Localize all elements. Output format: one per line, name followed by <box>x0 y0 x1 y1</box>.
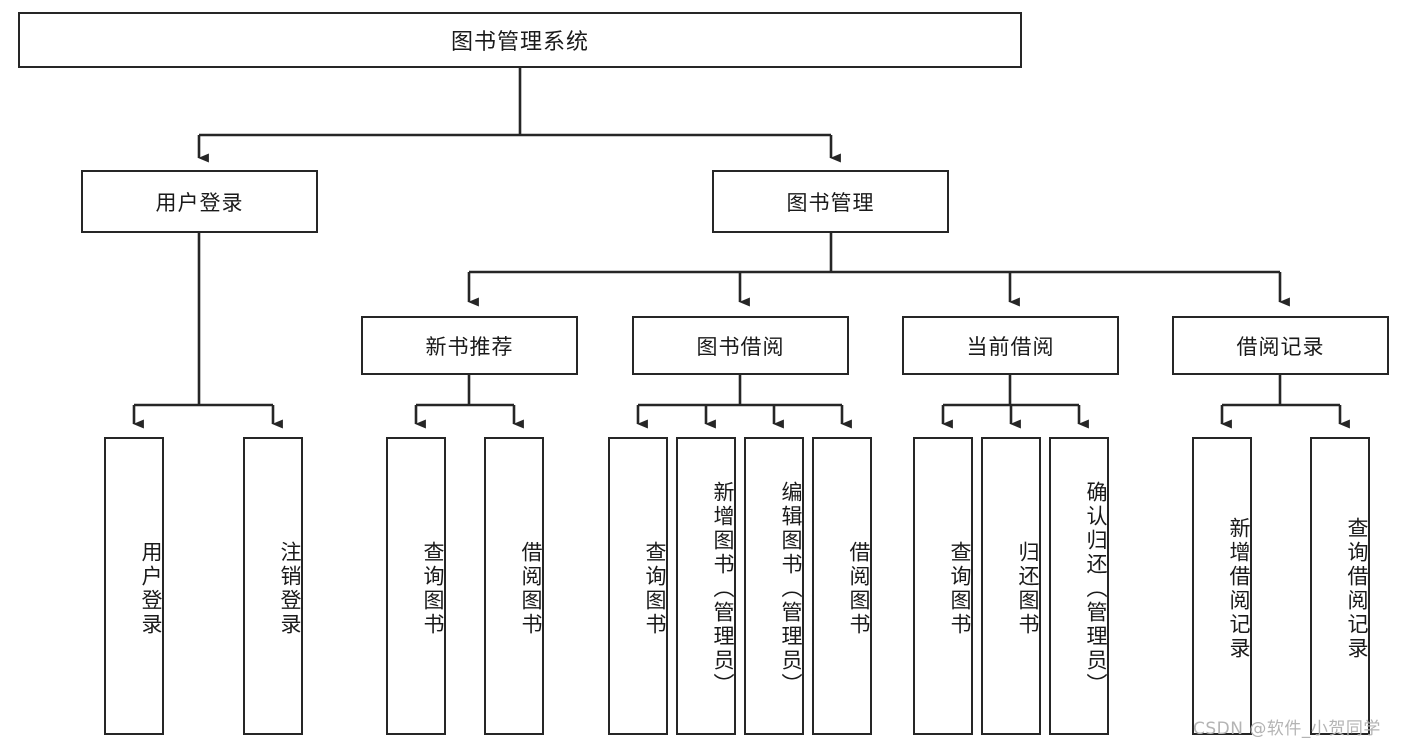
node-label: 新增借阅记录 <box>1227 517 1251 661</box>
node-leaf-add-book-admin[interactable]: 新增图书（管理员） <box>676 437 736 735</box>
node-label: 借阅图书 <box>847 541 871 637</box>
node-leaf-query-book-recommend[interactable]: 查询图书 <box>386 437 446 735</box>
edges-book-borrow-to-leaves <box>636 375 852 429</box>
node-leaf-user-login[interactable]: 用户登录 <box>104 437 164 735</box>
csdn-watermark: CSDN @软件_小贺同学 <box>1193 719 1381 739</box>
node-book-management[interactable]: 图书管理 <box>712 170 949 233</box>
node-label: 注销登录 <box>278 541 302 637</box>
node-new-book-recommend[interactable]: 新书推荐 <box>361 316 578 375</box>
node-leaf-edit-book-admin[interactable]: 编辑图书（管理员） <box>744 437 804 735</box>
node-book-borrow[interactable]: 图书借阅 <box>632 316 849 375</box>
edges-root-to-level2 <box>197 68 841 163</box>
edges-user-login-to-leaves <box>132 233 283 429</box>
node-leaf-confirm-return-admin[interactable]: 确认归还（管理员） <box>1049 437 1109 735</box>
node-label: 归还图书 <box>1016 541 1040 637</box>
edges-borrow-record-to-leaves <box>1220 375 1350 429</box>
node-borrow-record[interactable]: 借阅记录 <box>1172 316 1389 375</box>
edges-new-book-recommend-to-leaves <box>414 375 524 429</box>
node-leaf-borrow-book-recommend[interactable]: 借阅图书 <box>484 437 544 735</box>
node-current-borrow[interactable]: 当前借阅 <box>902 316 1119 375</box>
node-label: 用户登录 <box>139 541 163 637</box>
node-leaf-return-book[interactable]: 归还图书 <box>981 437 1041 735</box>
node-leaf-query-book-current[interactable]: 查询图书 <box>913 437 973 735</box>
node-user-login[interactable]: 用户登录 <box>81 170 318 233</box>
node-leaf-query-borrow-record[interactable]: 查询借阅记录 <box>1310 437 1370 735</box>
node-label: 确认归还（管理员） <box>1084 481 1108 697</box>
node-leaf-query-book-borrow[interactable]: 查询图书 <box>608 437 668 735</box>
node-label: 查询图书 <box>948 541 972 637</box>
node-label: 查询图书 <box>643 541 667 637</box>
node-root-system[interactable]: 图书管理系统 <box>18 12 1022 68</box>
node-label: 编辑图书（管理员） <box>779 481 803 697</box>
edges-book-manage-to-level3 <box>467 233 1290 307</box>
node-label: 借阅图书 <box>519 541 543 637</box>
node-leaf-add-borrow-record[interactable]: 新增借阅记录 <box>1192 437 1252 735</box>
node-leaf-logout-login[interactable]: 注销登录 <box>243 437 303 735</box>
node-leaf-borrow-book[interactable]: 借阅图书 <box>812 437 872 735</box>
edges-current-borrow-to-leaves <box>941 375 1089 429</box>
node-label: 查询借阅记录 <box>1345 517 1369 661</box>
node-label: 新增图书（管理员） <box>711 481 735 697</box>
node-label: 查询图书 <box>421 541 445 637</box>
